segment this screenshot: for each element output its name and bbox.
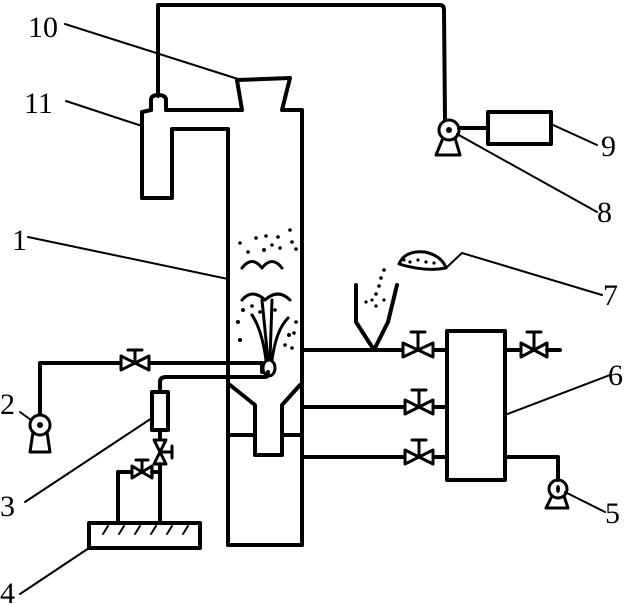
particles	[236, 228, 298, 350]
pump-5[interactable]	[544, 478, 570, 510]
label-1: 1	[12, 224, 27, 257]
valve-upper[interactable]	[401, 330, 435, 359]
motor	[486, 110, 553, 146]
liquid-valve-vertical[interactable]	[152, 438, 174, 466]
label-6: 6	[608, 359, 623, 392]
liquid-pipe	[158, 370, 270, 394]
spout-jet	[240, 260, 292, 378]
vessel	[445, 329, 507, 482]
label-11: 11	[24, 87, 53, 120]
label-10: 10	[28, 11, 58, 44]
leader-lines	[19, 23, 611, 595]
valve-middle[interactable]	[403, 388, 435, 416]
pump-2[interactable]	[28, 413, 52, 454]
label-7: 7	[603, 279, 618, 312]
outlet-pipes	[300, 348, 448, 459]
label-5: 5	[605, 497, 620, 530]
label-2: 2	[0, 388, 15, 421]
label-8: 8	[597, 196, 612, 229]
solid-feed	[397, 250, 448, 271]
label-4: 4	[0, 577, 15, 604]
hopper	[235, 76, 304, 147]
gas-valve[interactable]	[119, 348, 151, 372]
valve-outlet[interactable]	[519, 330, 562, 359]
top-pipe	[156, 3, 447, 122]
falling-solids	[364, 268, 386, 308]
label-9: 9	[601, 130, 616, 163]
liquid-valve-bypass[interactable]	[130, 458, 162, 480]
fan-8[interactable]	[434, 118, 462, 157]
recycle-pipe	[503, 455, 560, 482]
gas-pipe	[38, 361, 264, 416]
feed-hopper	[354, 283, 399, 352]
liquid-tank	[87, 521, 202, 550]
flow-meter	[150, 390, 170, 432]
label-3: 3	[0, 490, 15, 523]
cyclone-separator	[140, 93, 244, 200]
valve-lower[interactable]	[403, 438, 435, 466]
column	[226, 143, 304, 547]
